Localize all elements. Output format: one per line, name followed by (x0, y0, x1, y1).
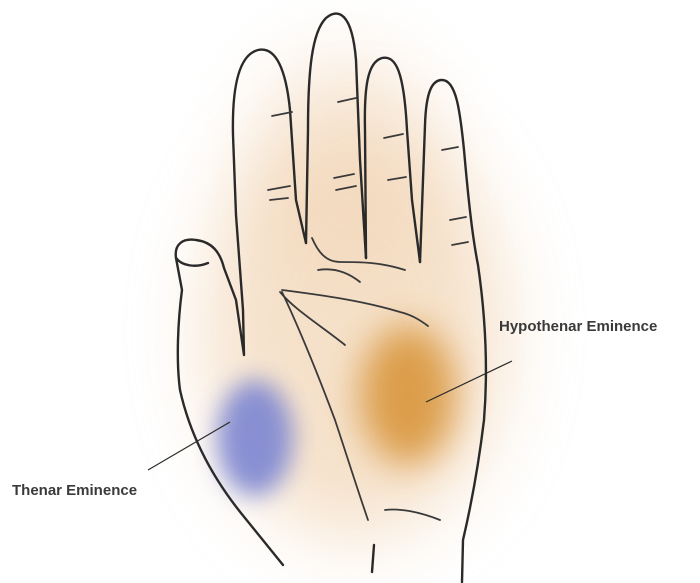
thumb-crease (176, 258, 208, 266)
wrist-stroke (372, 545, 374, 572)
thenar-eminence-label: Thenar Eminence (12, 482, 137, 499)
thenar-region (217, 380, 293, 496)
hypothenar-eminence-label: Hypothenar Eminence (499, 318, 657, 335)
